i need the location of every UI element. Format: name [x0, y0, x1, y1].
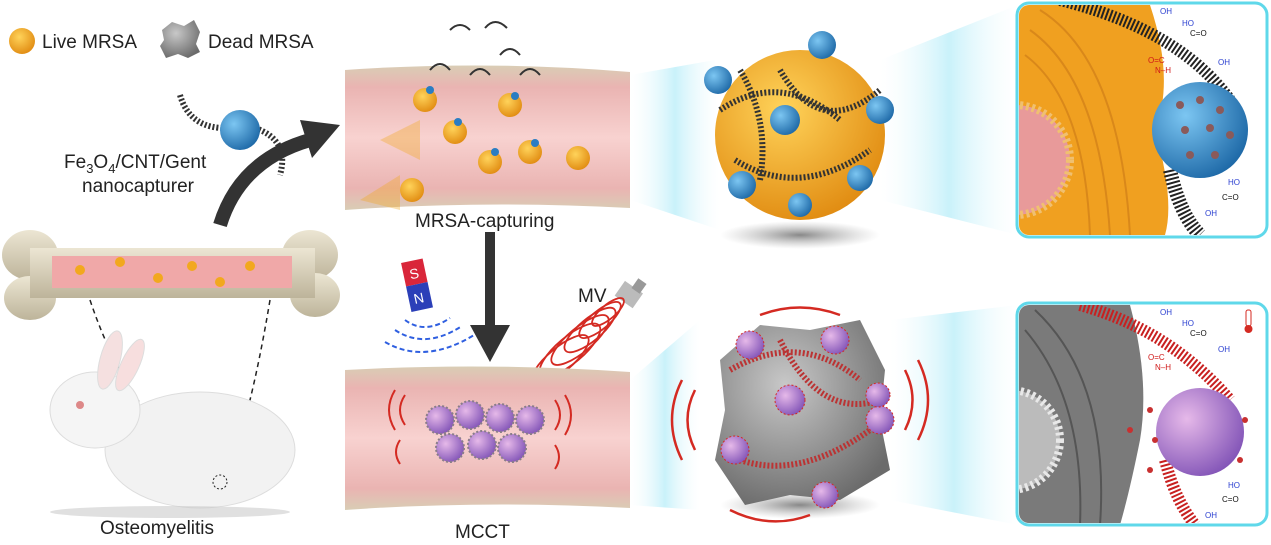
chem-carboxyl-co: C=O	[1222, 495, 1239, 504]
mrsa-capturing-label: MRSA-capturing	[415, 211, 554, 232]
live-mrsa-label: Live MRSA	[42, 32, 137, 53]
magnet-north-label: N	[412, 289, 425, 307]
vessel-capturing	[345, 21, 630, 210]
nanoparticle-icon	[220, 110, 260, 150]
chem-amide-nh: N–H	[1155, 66, 1171, 75]
chem-amide-co: O=C	[1148, 56, 1165, 65]
legend: Live MRSA Dead MRSA	[9, 20, 314, 58]
chem-carboxyl-ho: HO	[1228, 481, 1240, 490]
chem-amide-nh: N–H	[1155, 363, 1171, 372]
zoom-beam-bottom-right	[890, 305, 1018, 525]
chem-hydroxyl: OH	[1218, 58, 1230, 67]
chem-carboxyl-ho: HO	[1182, 319, 1194, 328]
chem-hydroxyl: OH	[1218, 345, 1230, 354]
bone-illustration	[2, 230, 340, 320]
captured-live-mrsa	[704, 31, 894, 249]
osteomyelitis-label: Osteomyelitis	[100, 518, 214, 539]
vessel-mcct	[345, 366, 630, 510]
chem-carboxyl-ho: HO	[1228, 178, 1240, 187]
process-arrow-head	[470, 325, 510, 362]
zoom-beam-bottom-left	[630, 320, 700, 510]
process-arrow	[485, 232, 495, 327]
chem-amide-co: O=C	[1148, 353, 1165, 362]
inset-capture-mechanism: OH HO C=O OH O=C N–H HO C=O OH	[1015, 1, 1269, 239]
chem-hydroxyl: OH	[1205, 511, 1217, 520]
nanocapturer-illustration	[177, 94, 286, 176]
chem-carboxyl-ho: HO	[1182, 19, 1194, 28]
thermometer-icon	[1244, 309, 1253, 333]
injection-arrow	[213, 133, 313, 228]
chem-hydroxyl: OH	[1160, 7, 1172, 16]
magnet-south-label: S	[408, 265, 420, 283]
zoom-beam-top-right	[880, 5, 1018, 235]
chem-hydroxyl: OH	[1205, 209, 1217, 218]
mv-label: MV	[578, 286, 607, 307]
killed-mrsa	[670, 306, 930, 523]
mcct-label: MCCT	[455, 522, 510, 543]
nanocapturer-label-line2: nanocapturer	[82, 176, 195, 197]
live-mrsa-icon	[9, 28, 35, 54]
chem-carboxyl-co: C=O	[1190, 29, 1207, 38]
magnetic-field-lines	[384, 317, 475, 353]
nanocapturer-label: Fe3O4/CNT/Gent	[64, 152, 207, 176]
chem-carboxyl-co: C=O	[1190, 329, 1207, 338]
rabbit-illustration	[49, 330, 296, 518]
inset-killing-mechanism: OH HO C=O OH O=C N–H HO C=O OH	[1015, 301, 1269, 527]
magnet-icon: S N	[401, 258, 433, 312]
chem-carboxyl-co: C=O	[1222, 193, 1239, 202]
dead-mrsa-label: Dead MRSA	[208, 32, 314, 53]
injection-arrow-head	[300, 120, 340, 158]
zoom-beam-top-left	[630, 60, 720, 230]
chem-hydroxyl: OH	[1160, 308, 1172, 317]
dead-mrsa-icon	[160, 20, 200, 58]
